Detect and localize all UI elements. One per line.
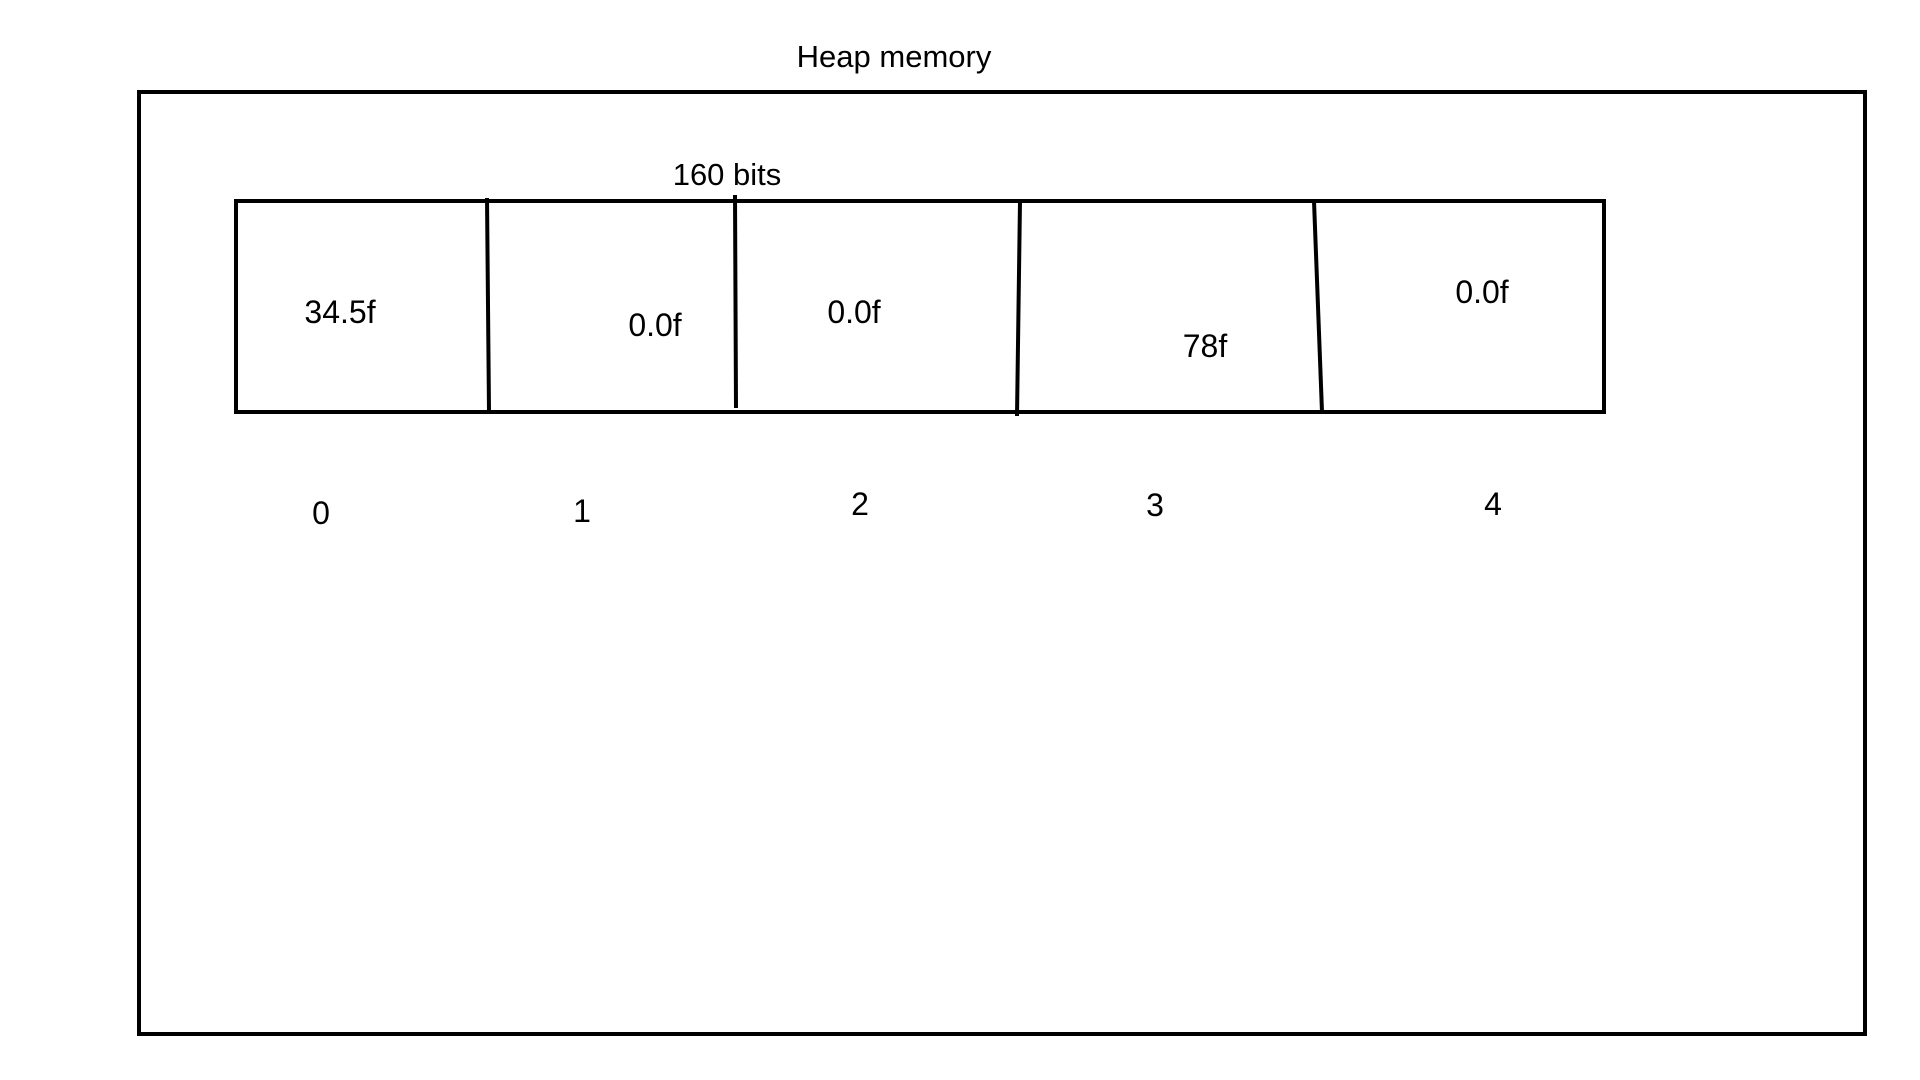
array-size-label: 160 bits xyxy=(673,157,782,192)
cell-divider xyxy=(485,197,491,413)
heap-region-box xyxy=(137,90,1867,1036)
cell-value-4: 0.0f xyxy=(1455,274,1508,310)
cell-divider xyxy=(1312,200,1324,413)
cell-index-1: 1 xyxy=(573,493,591,529)
cell-divider xyxy=(733,194,738,409)
cell-divider xyxy=(1015,200,1022,417)
cell-index-0: 0 xyxy=(312,495,330,531)
cell-index-4: 4 xyxy=(1484,486,1502,522)
cell-index-2: 2 xyxy=(851,486,869,522)
cell-index-3: 3 xyxy=(1146,487,1164,523)
cell-value-1: 0.0f xyxy=(628,307,681,343)
cell-value-0: 34.5f xyxy=(304,294,375,330)
cell-value-2: 0.0f xyxy=(827,294,880,330)
array-box xyxy=(234,199,1606,414)
heap-memory-title: Heap memory xyxy=(797,39,992,74)
cell-value-3: 78f xyxy=(1183,328,1228,364)
